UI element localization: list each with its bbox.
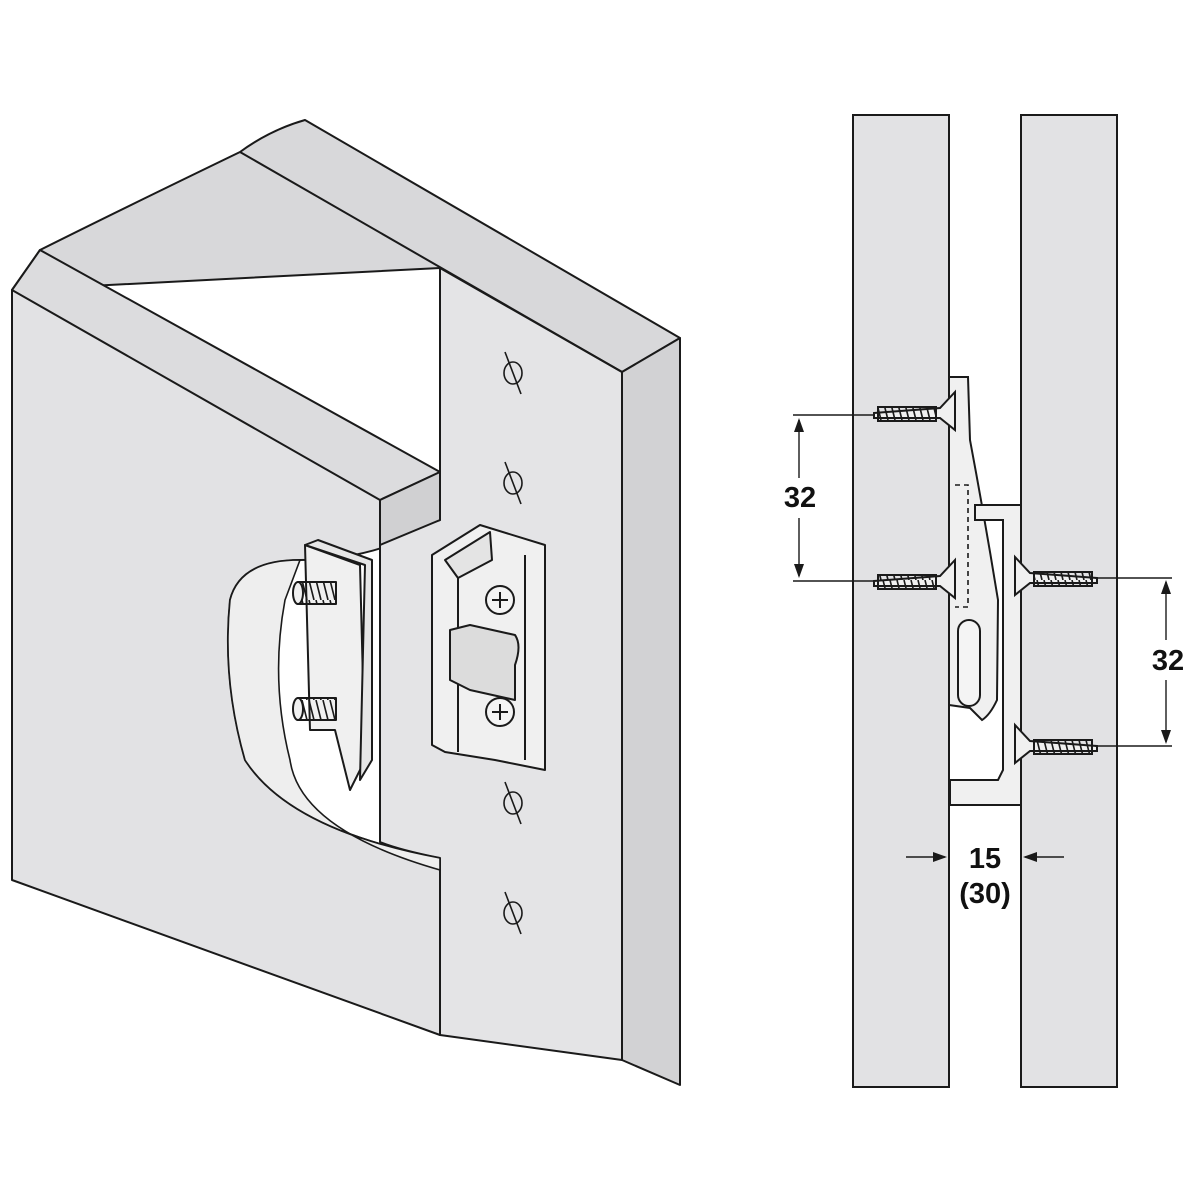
left-dimension — [793, 414, 875, 582]
right-spacing-label: 32 — [1152, 645, 1184, 677]
drill-hole-icon — [503, 781, 523, 825]
edge-line — [239, 151, 623, 373]
threaded-dowel-icon — [292, 581, 337, 605]
drill-hole-icon — [503, 891, 523, 935]
cutaway-region — [227, 559, 441, 871]
right-dimension — [1095, 577, 1172, 747]
wood-screw-icon — [1014, 722, 1098, 766]
wood-screw-icon — [873, 389, 956, 433]
isometric-cabinet-view — [11, 119, 681, 1086]
gap-alt-label: (30) — [959, 878, 1011, 910]
phillips-screw-icon — [485, 697, 515, 727]
left-panel-section — [852, 114, 950, 1088]
phillips-screw-icon — [485, 585, 515, 615]
left-spacing-label: 32 — [784, 482, 816, 514]
gap-dimension — [906, 852, 1064, 862]
dowel-plate — [292, 539, 373, 791]
wood-screw-icon — [1014, 554, 1098, 598]
latch-block — [431, 524, 546, 771]
wood-screw-icon — [873, 557, 956, 601]
drill-hole-icon — [503, 351, 523, 395]
gap-value-label: 15 — [969, 843, 1001, 875]
section-view — [793, 114, 1172, 1088]
threaded-dowel-icon — [292, 697, 337, 721]
cabinet-front-edge — [621, 337, 681, 1086]
receiver-plate — [949, 504, 1022, 806]
shelf-front-edge — [379, 471, 441, 546]
drill-hole-icon — [503, 461, 523, 505]
right-panel-section — [1020, 114, 1118, 1088]
